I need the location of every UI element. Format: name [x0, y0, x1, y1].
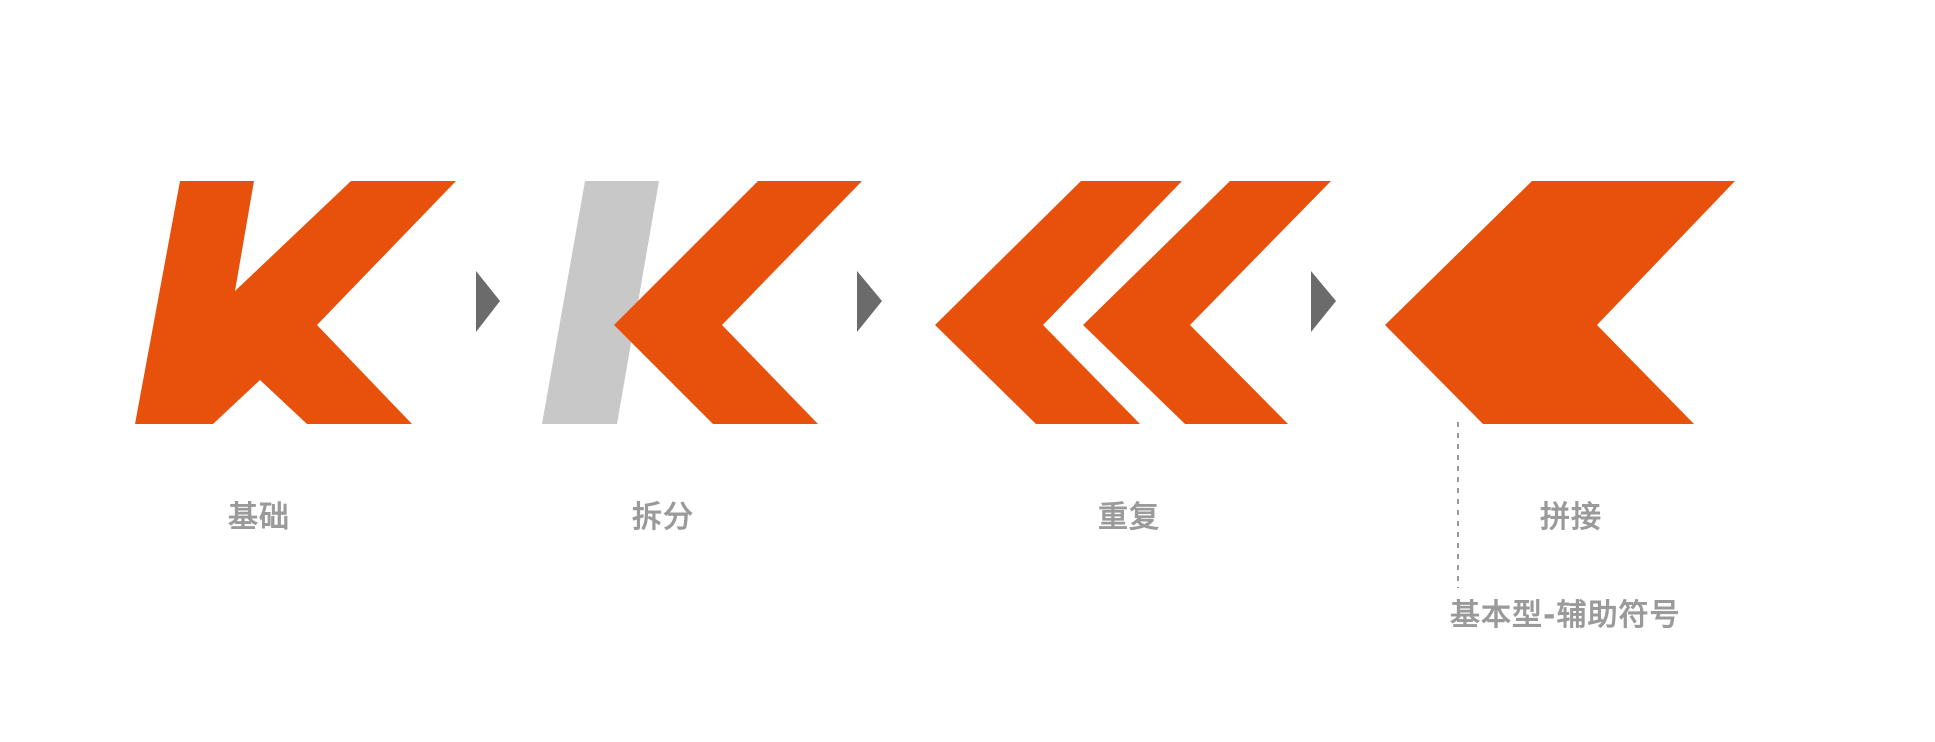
joined-symbol-shape: [1385, 181, 1735, 424]
split-stem-shape: [542, 181, 659, 424]
joined-symbol-mark: [1385, 181, 1735, 424]
transition-arrow-icon: [1311, 271, 1336, 332]
annotation-label: 基本型-辅助符号: [1450, 598, 1681, 633]
repeat-chevron-shape-1: [935, 181, 1182, 424]
k-stem-shape: [135, 181, 456, 424]
step-label-join: 拼接: [1540, 500, 1602, 535]
repeat-chevrons-mark: [935, 181, 1331, 424]
transition-arrow-icon: [857, 271, 882, 332]
split-chevron-shape: [614, 181, 862, 424]
step-label-repeat: 重复: [1098, 500, 1160, 535]
transition-arrow-icon: [476, 271, 500, 332]
repeat-chevron-shape-2: [1083, 181, 1331, 424]
base-k-mark: [135, 181, 456, 424]
step-label-split: 拆分: [632, 500, 694, 535]
step-label-base: 基础: [228, 500, 290, 535]
split-k-mark: [542, 181, 862, 424]
